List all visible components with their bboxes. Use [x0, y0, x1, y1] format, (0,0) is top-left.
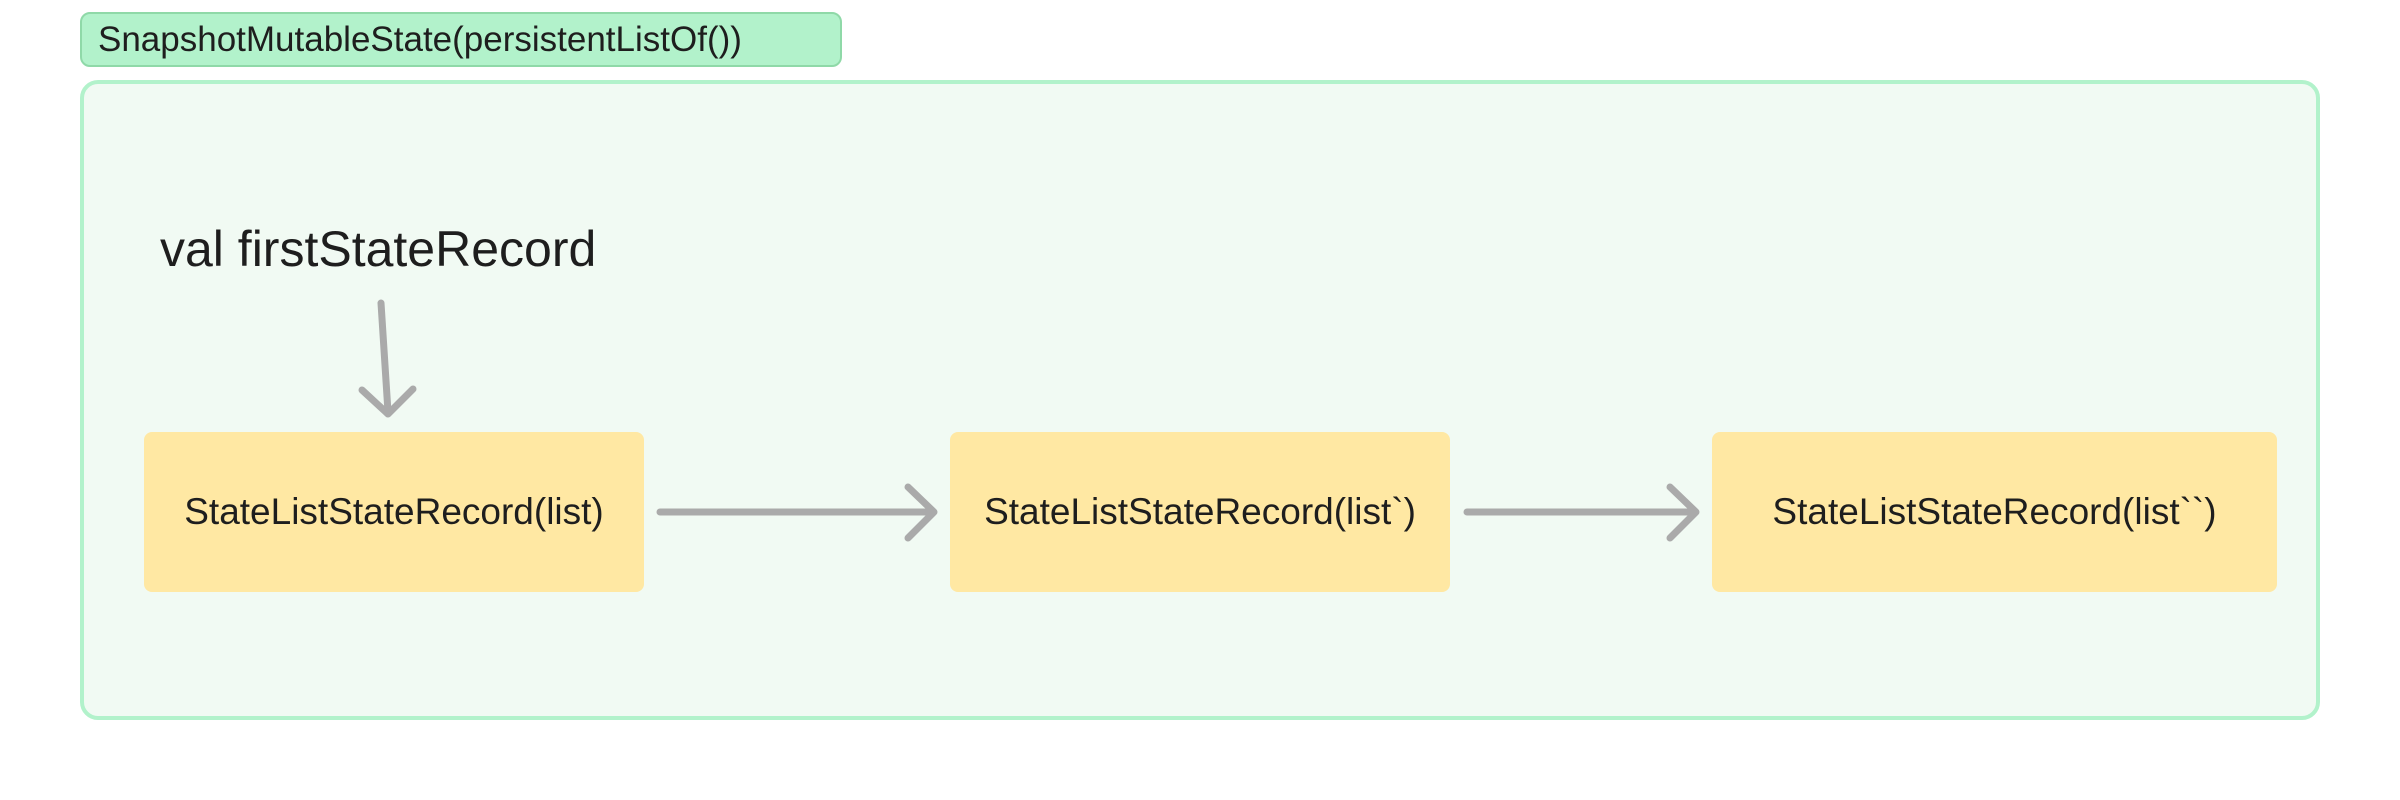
first-state-record-label: val firstStateRecord: [160, 221, 597, 277]
mutable-state-container: [80, 80, 2320, 720]
state-record-box: StateListStateRecord(list`): [950, 432, 1450, 592]
state-record-box: StateListStateRecord(list): [144, 432, 644, 592]
mutable-state-label: SnapshotMutableState(persistentListOf()): [80, 12, 842, 67]
state-record-box: StateListStateRecord(list``): [1712, 432, 2277, 592]
